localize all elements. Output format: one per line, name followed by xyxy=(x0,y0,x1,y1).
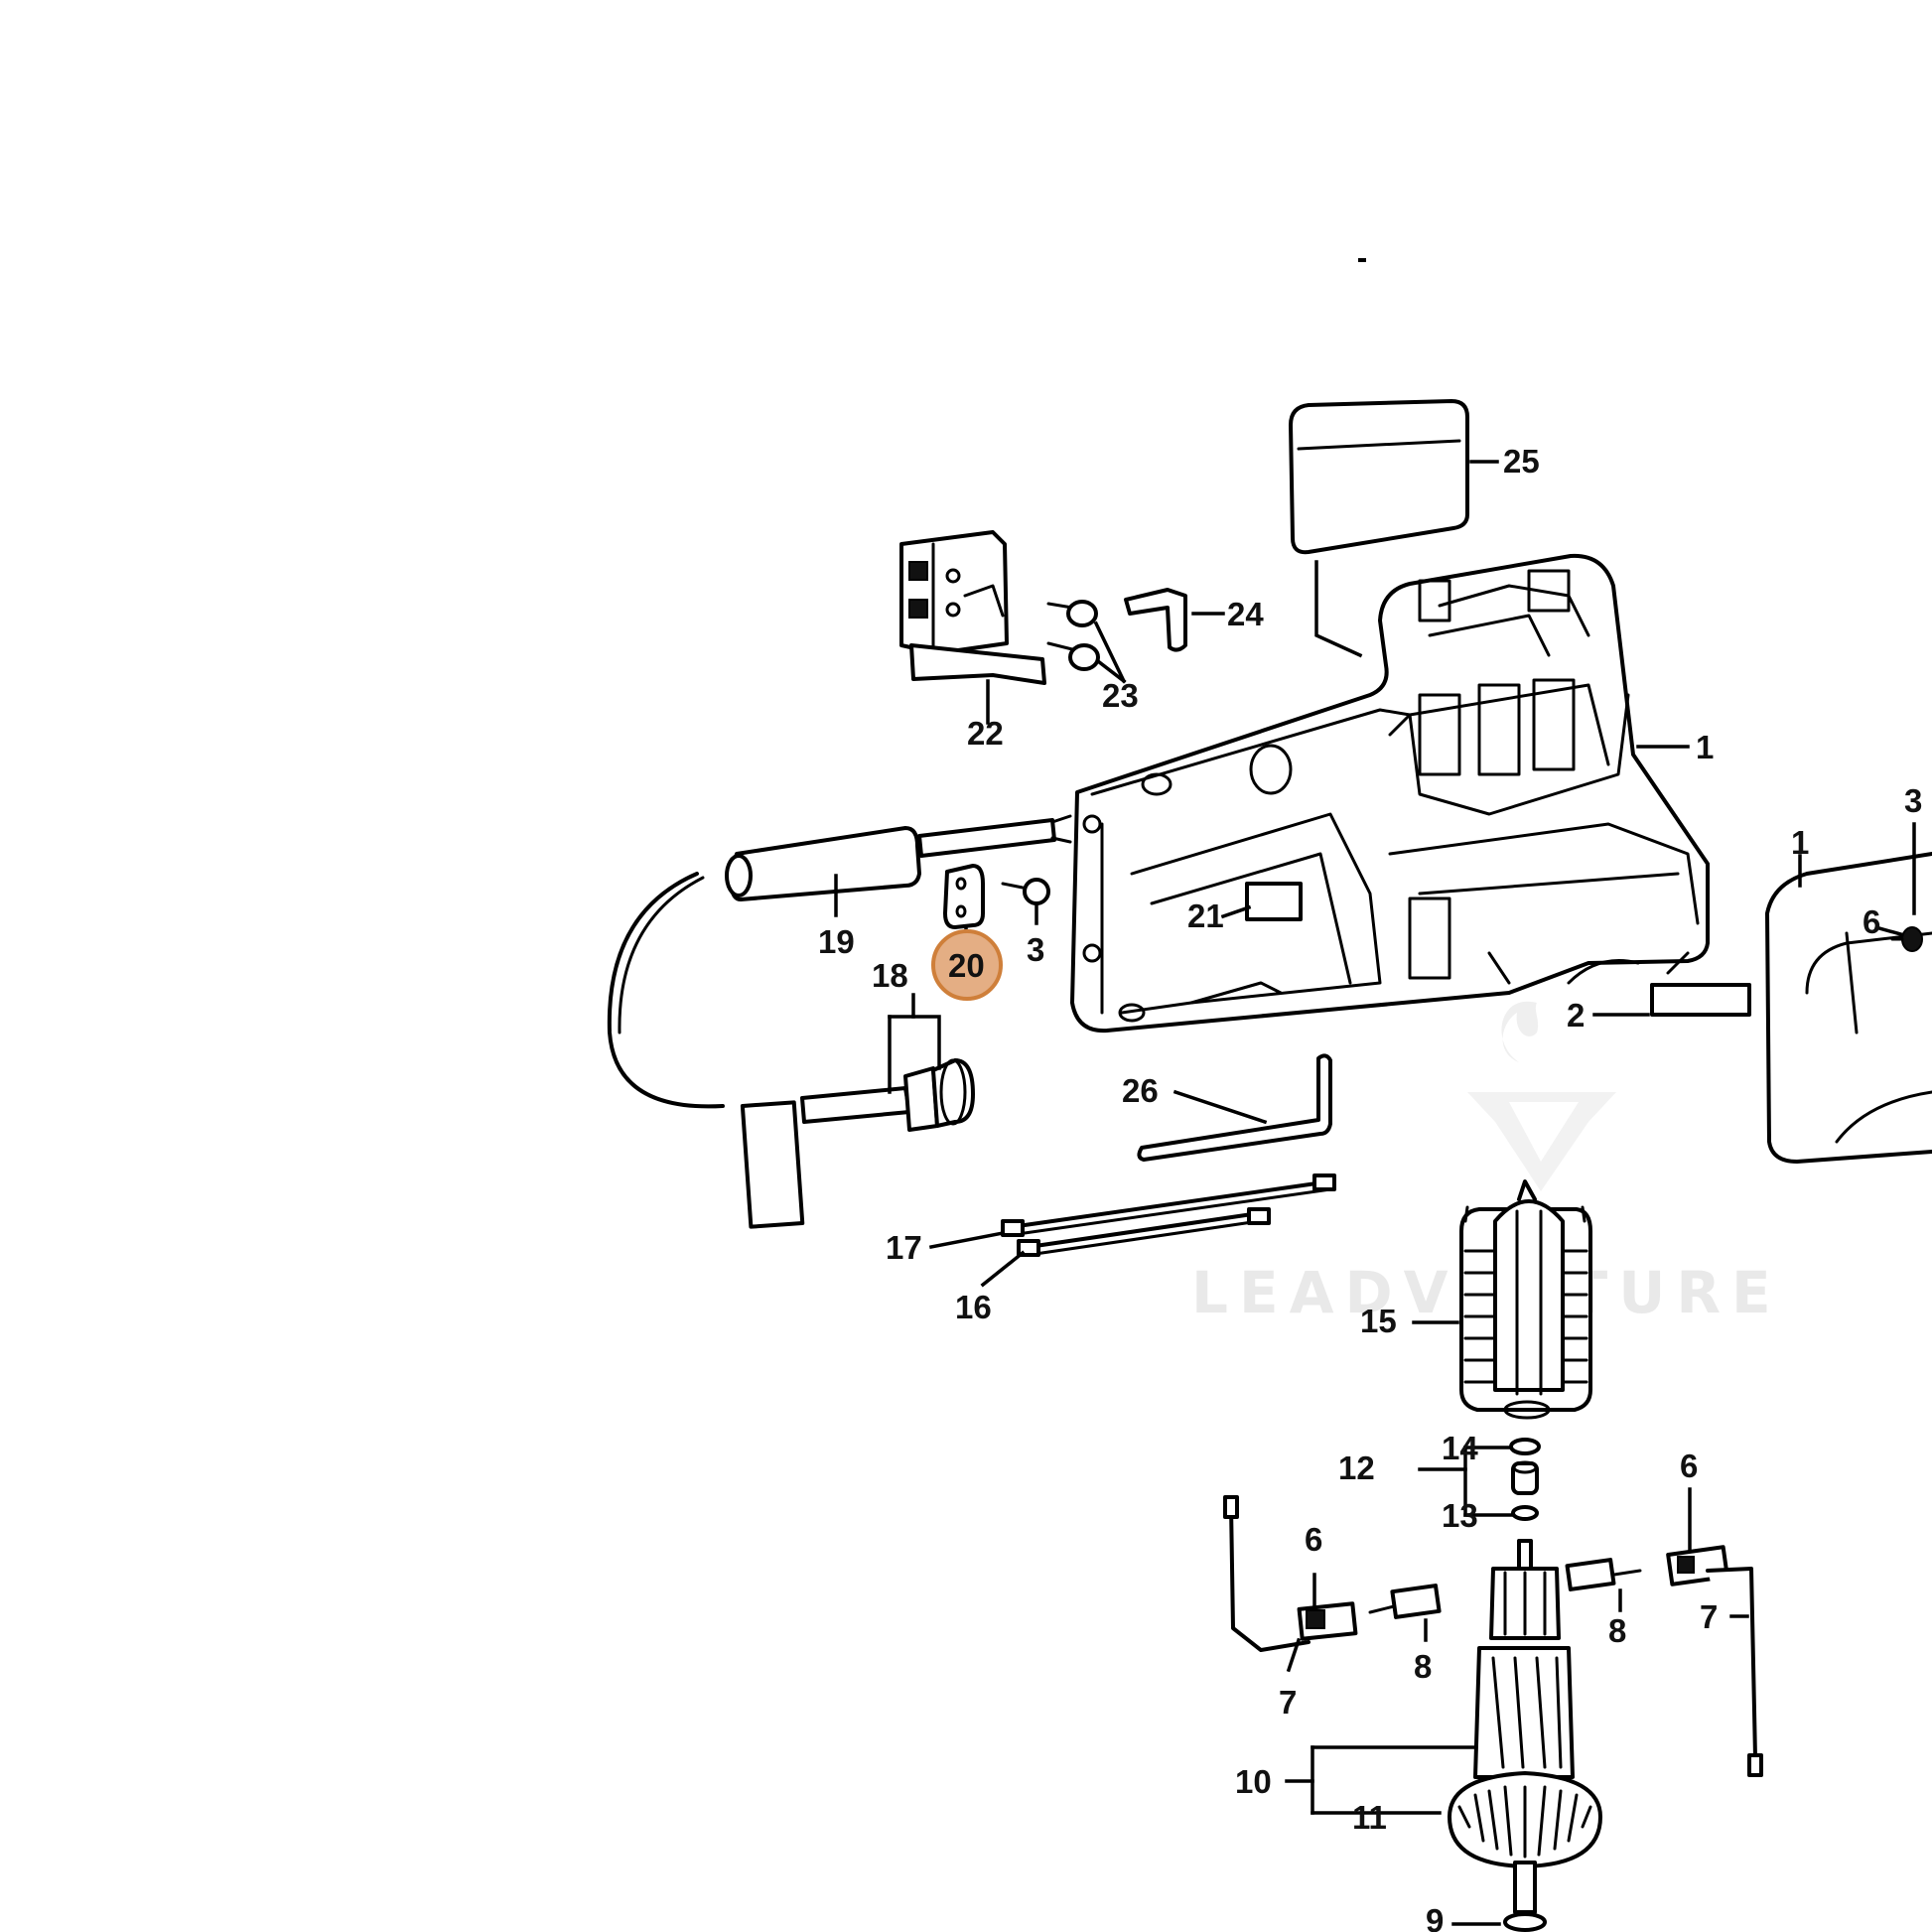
part-21-rating-plate xyxy=(1245,882,1303,921)
wire-ends-top xyxy=(917,814,1072,858)
label-16: 16 xyxy=(955,1289,992,1325)
part-6-brush-holder-left xyxy=(1297,1601,1358,1641)
part-11-fan xyxy=(1448,1771,1602,1932)
label-15: 15 xyxy=(1360,1303,1397,1339)
part-24-bracket xyxy=(1124,588,1187,652)
part-14-washer xyxy=(1509,1438,1541,1455)
label-8: 8 xyxy=(1608,1612,1626,1649)
part-3-screw xyxy=(1001,878,1050,905)
label-7: 7 xyxy=(1279,1684,1297,1721)
part-19-cord-sleeve xyxy=(725,826,921,901)
label-20[interactable]: 20 xyxy=(948,947,985,984)
label-1: 1 xyxy=(1696,729,1714,765)
label-25: 25 xyxy=(1503,443,1540,480)
label-14: 14 xyxy=(1442,1430,1478,1466)
label-13: 13 xyxy=(1442,1497,1478,1534)
part-20-cord-clamp xyxy=(943,864,985,929)
label-3: 3 xyxy=(1027,931,1044,968)
part-15-field-coil xyxy=(1459,1179,1592,1420)
label-2: 2 xyxy=(1567,997,1585,1034)
part-2-pad xyxy=(1650,983,1751,1017)
part-23-screws xyxy=(1046,600,1100,671)
part-26-hex-key xyxy=(1137,1053,1332,1162)
label-22: 22 xyxy=(967,715,1004,752)
label-26: 26 xyxy=(1122,1072,1159,1109)
label-12: 12 xyxy=(1338,1449,1375,1486)
label-6: 6 xyxy=(1863,903,1880,940)
label-11: 11 xyxy=(1352,1799,1387,1836)
power-cord xyxy=(607,872,725,1109)
label-21: 21 xyxy=(1187,897,1224,934)
part-20-highlight[interactable] xyxy=(931,929,1003,1001)
label-7: 7 xyxy=(1700,1598,1718,1635)
label-3: 3 xyxy=(1904,782,1922,819)
label-9: 9 xyxy=(1426,1902,1444,1932)
label-1: 1 xyxy=(1791,824,1809,861)
label-8: 8 xyxy=(1414,1648,1432,1685)
label-17: 17 xyxy=(886,1229,922,1266)
label-19: 19 xyxy=(818,923,855,960)
part-17-wire xyxy=(1001,1173,1336,1237)
part-22-switch xyxy=(899,530,1046,685)
part-number-labels: 1 1 2 3 3 6 6 6 7 7 8 8 9 10 11 12 13 14… xyxy=(818,443,1922,1932)
part-18-strain-relief xyxy=(800,1058,975,1132)
part-13-washer xyxy=(1511,1505,1539,1521)
cord-tag xyxy=(740,1100,805,1229)
part-10-armature xyxy=(1473,1539,1575,1779)
label-23: 23 xyxy=(1102,677,1139,714)
part-8-brush-right xyxy=(1565,1558,1642,1591)
part-7-wire-left xyxy=(1223,1495,1311,1652)
stray-mark xyxy=(1358,258,1366,262)
label-6: 6 xyxy=(1305,1521,1322,1558)
label-10: 10 xyxy=(1235,1763,1272,1800)
part-6-screw-right xyxy=(1890,926,1923,952)
part-8-brush-left xyxy=(1368,1584,1442,1619)
label-18: 18 xyxy=(872,957,908,994)
part-1-housing-half xyxy=(1765,852,1932,1164)
label-24: 24 xyxy=(1227,596,1264,632)
part-12-bearing xyxy=(1511,1460,1539,1495)
label-6: 6 xyxy=(1680,1448,1698,1484)
part-25-label-plate xyxy=(1289,399,1469,555)
